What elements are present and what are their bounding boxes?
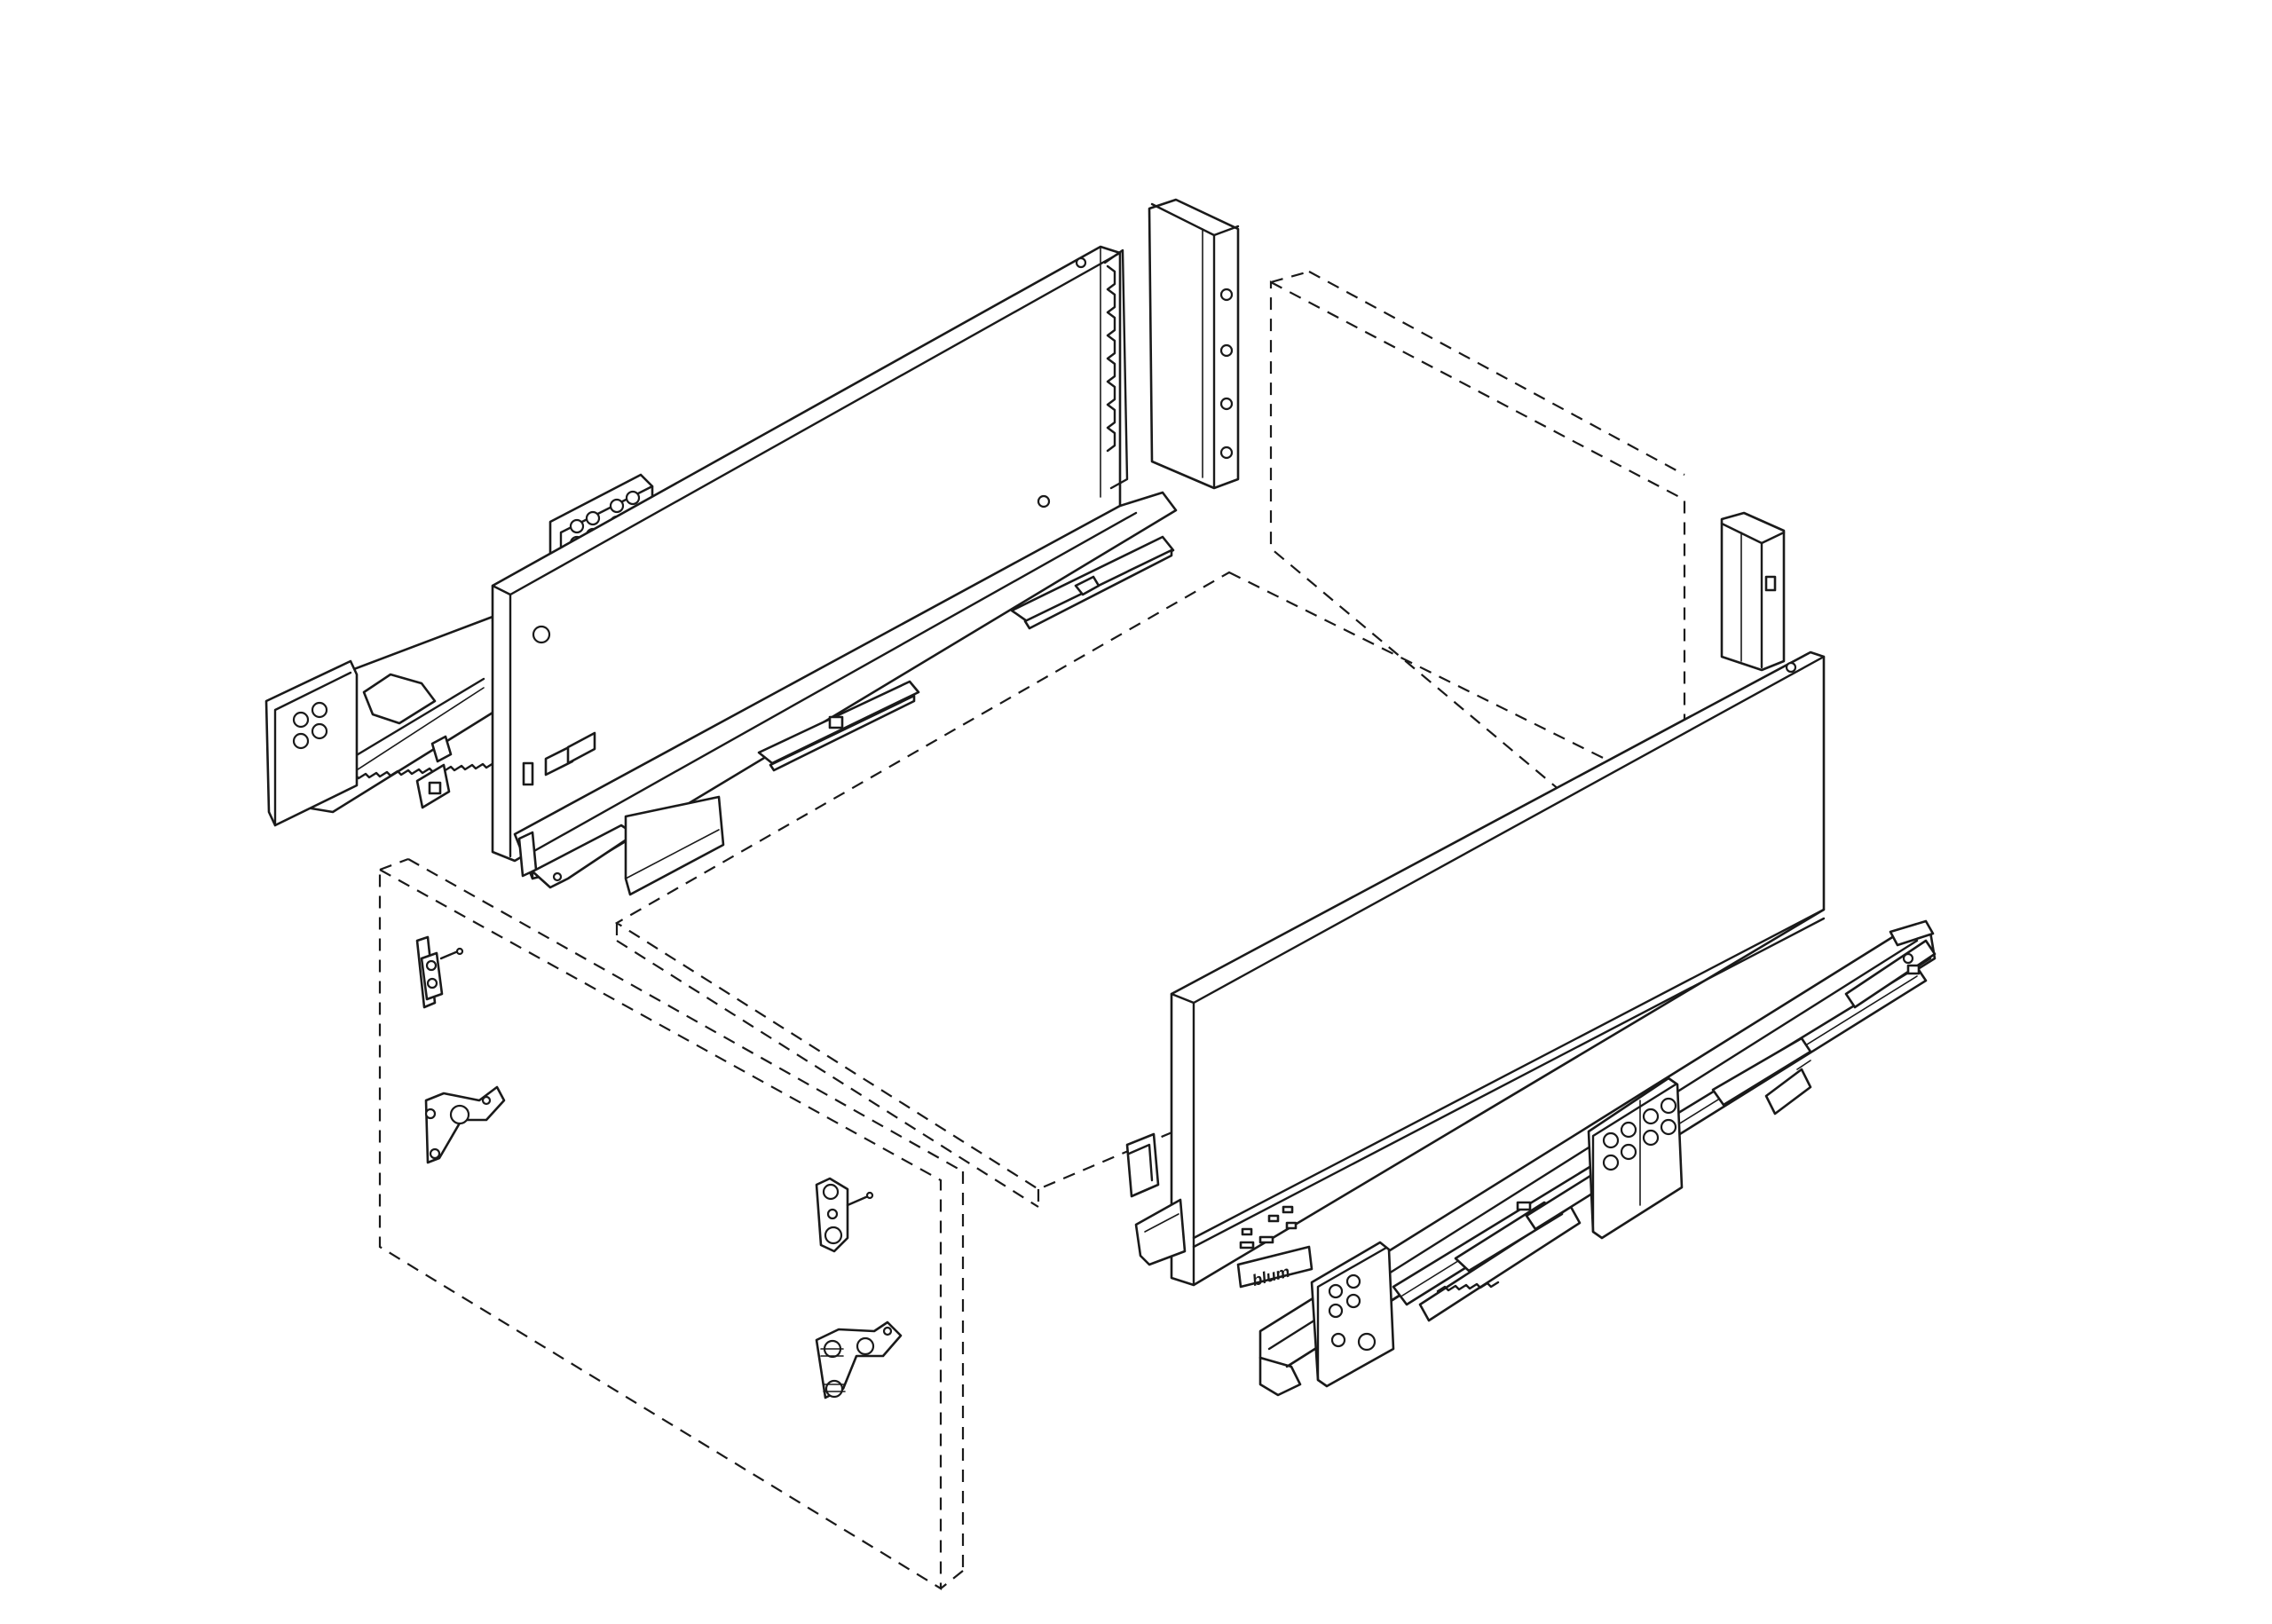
right-drawer-side-wall	[1170, 650, 1826, 1287]
right-side-label-plate: blum	[1236, 1205, 1314, 1289]
right-back-connector-post	[1720, 511, 1786, 672]
left-side-bottom-flange	[513, 491, 1178, 880]
front-fitting-lower-left	[424, 1085, 506, 1164]
left-side-clip-rear	[1010, 535, 1175, 630]
front-fitting-lower-right	[815, 1320, 903, 1399]
left-rear-bracket	[264, 659, 359, 827]
left-side-clip-middle	[757, 680, 920, 772]
front-fitting-upper-left	[415, 935, 464, 1009]
right-runner-rear-bracket	[1587, 1076, 1684, 1240]
left-back-connector-post	[1148, 198, 1240, 490]
front-panel-placeholder	[378, 857, 965, 1590]
left-side-clip-front	[531, 795, 725, 896]
front-fitting-upper-right	[815, 1177, 874, 1253]
right-front-bracket	[1310, 1241, 1395, 1388]
right-side-front-clip	[1125, 1132, 1187, 1266]
